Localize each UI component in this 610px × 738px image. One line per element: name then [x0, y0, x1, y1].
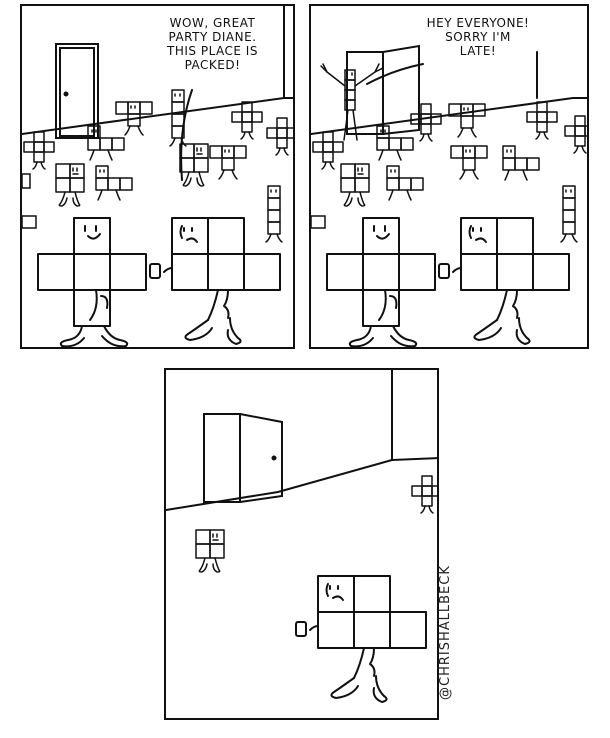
door-frame [346, 51, 384, 135]
guest-plus-small [231, 101, 263, 140]
guest-plus-small [564, 115, 587, 154]
door-open [239, 413, 283, 503]
guest-t-small [450, 145, 488, 180]
guest-l-small [386, 165, 424, 201]
empty-party-scene [166, 370, 437, 703]
friend-figure [438, 217, 570, 345]
guest-plus-small [23, 131, 55, 170]
guest-plus-small [411, 475, 437, 514]
guest-plus-small [266, 117, 293, 156]
guest-plus-small [312, 131, 344, 170]
door-frame [203, 413, 241, 503]
party-scene-1 [22, 6, 293, 347]
guest-i-small [560, 185, 578, 243]
diane-figure [37, 217, 147, 347]
guest-plus-small [526, 101, 558, 140]
door-knob [271, 455, 277, 461]
speech-tail [366, 63, 424, 85]
speech-bubble-1: WOW, GREAT PARTY DIANE. THIS PLACE IS PA… [167, 16, 258, 72]
friend-figure [149, 217, 281, 345]
door [59, 47, 95, 137]
party-scene-2 [311, 44, 587, 347]
comic-panel-1: WOW, GREAT PARTY DIANE. THIS PLACE IS PA… [20, 4, 295, 349]
guest-t-small [448, 103, 486, 138]
guest-i-small [265, 185, 283, 243]
artist-credit: @CHRISHALLBECK [438, 565, 453, 700]
wall-floor-line [22, 97, 293, 135]
door-knob [63, 91, 69, 97]
guest-plus-small [410, 103, 442, 142]
guest-t-small [209, 145, 247, 180]
diane-figure [326, 217, 436, 347]
guest-l-small [95, 165, 133, 201]
wall-floor-line [311, 97, 587, 135]
guest-sq-small [55, 163, 85, 207]
guest-l-small [502, 145, 540, 181]
door-frame [55, 43, 99, 139]
guest-sq-small [340, 163, 370, 207]
guest-sq-small [179, 143, 209, 187]
door-open [382, 44, 420, 135]
friend-figure-alone [295, 575, 427, 703]
speech-bubble-2: HEY EVERYONE! SORRY I'M LATE! [426, 16, 530, 58]
guest-sq-small [195, 529, 225, 573]
speech-tail [180, 89, 193, 181]
comic-panel-2: HEY EVERYONE! SORRY I'M LATE! [309, 4, 589, 349]
comic-panel-3 [164, 368, 439, 720]
late-guest [320, 63, 384, 141]
guest-i-small [169, 89, 187, 147]
